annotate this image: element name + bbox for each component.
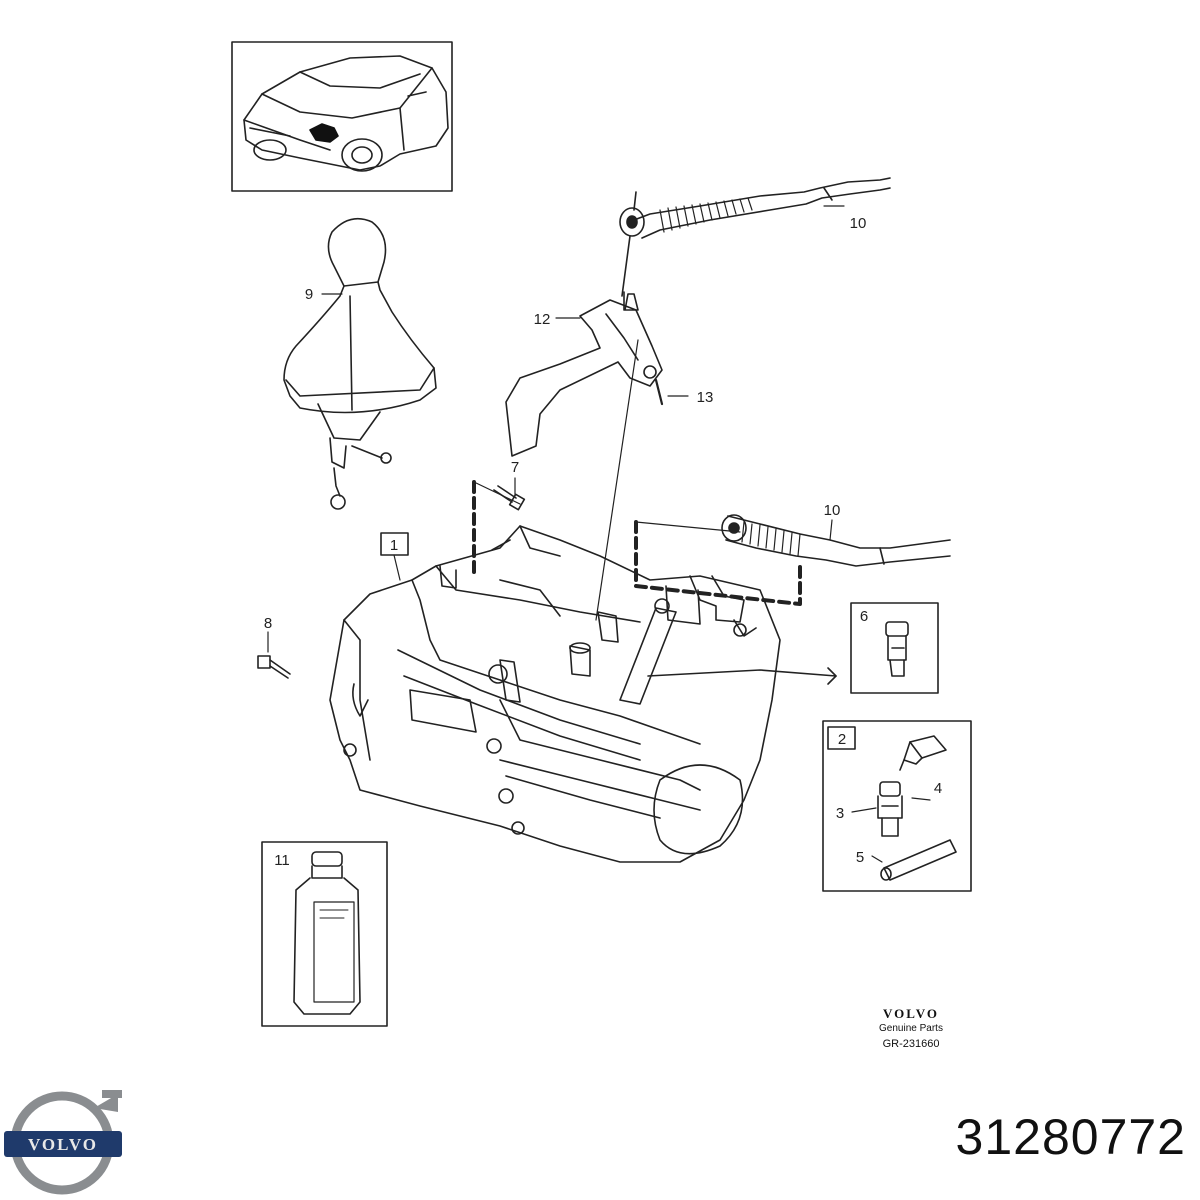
leader-lines bbox=[267, 205, 931, 863]
genuine-parts-label: Genuine Parts bbox=[879, 1023, 943, 1034]
inset-fluid-bottle bbox=[261, 841, 388, 1027]
callout-8: 8 bbox=[264, 615, 272, 632]
callout-4: 4 bbox=[934, 780, 942, 797]
position-brackets bbox=[472, 480, 802, 606]
callout-11: 11 bbox=[274, 852, 290, 869]
volvo-logo-text: VOLVO bbox=[28, 1135, 98, 1154]
bolt-7 bbox=[493, 485, 526, 511]
callout-9: 9 bbox=[305, 286, 313, 303]
bolt-8 bbox=[257, 655, 291, 679]
callout-2: 2 bbox=[838, 731, 846, 748]
car-location-inset bbox=[231, 41, 453, 192]
gear-knob-and-boot bbox=[283, 217, 437, 510]
shift-bracket bbox=[505, 291, 664, 457]
drawing-reference: GR-231660 bbox=[882, 1038, 940, 1050]
gear-cable-upper bbox=[619, 177, 891, 297]
callout-10-upper: 10 bbox=[850, 215, 867, 232]
callout-box-2 bbox=[827, 726, 856, 750]
gear-cable-lower bbox=[721, 514, 951, 567]
callout-13: 13 bbox=[697, 389, 714, 406]
inset-switch-6 bbox=[850, 602, 939, 694]
brand-wordmark: VOLVO bbox=[883, 1006, 939, 1021]
brand-block: VOLVO Genuine Parts GR-231660 bbox=[866, 1006, 956, 1050]
transmission-housing bbox=[329, 525, 837, 863]
callout-12: 12 bbox=[534, 311, 551, 328]
callout-7: 7 bbox=[511, 459, 519, 476]
volvo-logo: VOLVO bbox=[4, 1090, 122, 1195]
callout-10-lower: 10 bbox=[824, 502, 841, 519]
callout-3: 3 bbox=[836, 805, 844, 822]
part-number: 31280772 bbox=[955, 1109, 1186, 1165]
callout-5: 5 bbox=[856, 849, 864, 866]
callout-6: 6 bbox=[860, 608, 868, 625]
callout-box-1 bbox=[380, 532, 409, 556]
callout-1: 1 bbox=[390, 537, 398, 554]
